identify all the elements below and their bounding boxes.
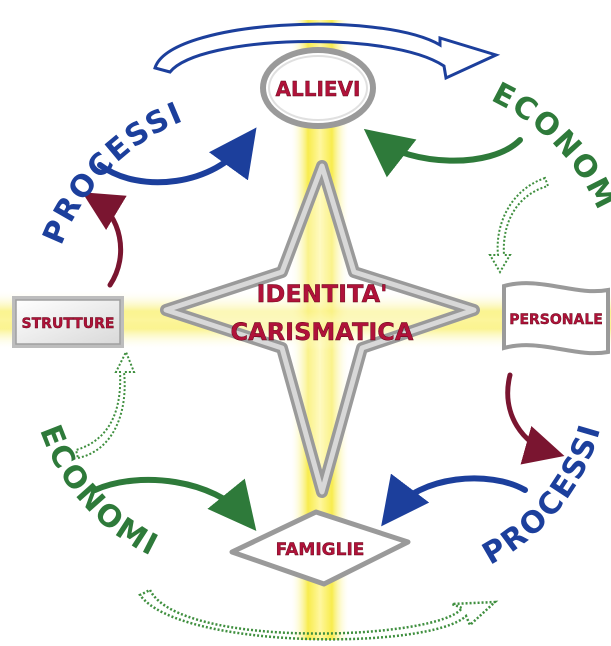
- node-personale-label: PERSONALE: [509, 312, 603, 328]
- node-personale: PERSONALE: [502, 281, 610, 356]
- blue-arrow-to-famiglie: [381, 473, 528, 527]
- maroon-arrow-down-right: [505, 372, 565, 465]
- green-arrow-to-allievi: [363, 128, 523, 178]
- node-famiglie-label: FAMIGLIE: [276, 540, 365, 560]
- node-allievi-label: ALLIEVI: [276, 77, 361, 101]
- center-label-line2: CARISMATICA: [231, 318, 414, 346]
- blue-arrow-to-allievi: [97, 127, 257, 186]
- green-arrow-to-famiglie: [92, 476, 257, 531]
- central-star: [160, 160, 480, 498]
- node-strutture: STRUTTURE: [12, 296, 124, 348]
- center-label-line1: IDENTITA': [256, 280, 387, 308]
- top-hollow-arrow: [153, 22, 501, 81]
- node-famiglie: FAMIGLIE: [229, 509, 411, 587]
- node-strutture-label: STRUTTURE: [22, 316, 115, 332]
- node-allievi: ALLIEVI: [260, 47, 376, 129]
- arc-word-processi-top-left: PROCESSI: [36, 95, 188, 249]
- maroon-arrow-up-left: [82, 192, 127, 288]
- right-dotted-arrow: [488, 176, 550, 274]
- arc-word-processi-bottom-right: PROCESSI: [477, 420, 609, 573]
- left-dotted-arrow: [74, 349, 136, 460]
